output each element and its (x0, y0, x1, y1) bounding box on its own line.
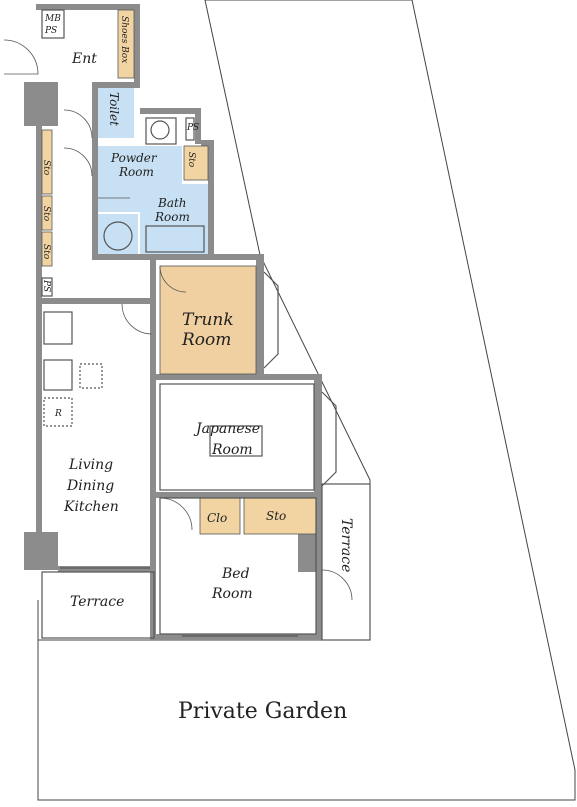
sto-wet-label: Sto (186, 152, 196, 168)
ps-small-label: PS (186, 123, 199, 133)
interior-lines (41, 9, 371, 641)
powder-room-label-1: Powder (110, 151, 158, 165)
trunk-room-area (159, 265, 257, 375)
clo-label: Clo (207, 511, 227, 525)
shoes-box-area (117, 9, 135, 79)
bed-room-label-2: Room (211, 586, 253, 602)
sto-bed-area (243, 497, 317, 535)
trunk-room-label-2: Room (181, 330, 231, 350)
sto-bed-label: Sto (266, 509, 286, 523)
bath-room-label-2: Room (154, 210, 190, 224)
ps-hall-label: PS (41, 279, 51, 292)
bath-room-label-1: Bath (157, 196, 187, 210)
door-swings (3, 39, 353, 601)
ldk-label-1: Living (68, 457, 113, 473)
bed-room-label-1: Bed (221, 566, 250, 582)
sto-hall-area-2 (41, 195, 53, 231)
ent-label: Ent (71, 51, 97, 67)
ps-top-label: PS (44, 26, 57, 36)
garden-label: Private Garden (178, 699, 347, 724)
storage-areas (41, 9, 317, 535)
japanese-room-label-2: Room (211, 442, 253, 458)
terrace-right-label: Terrace (338, 518, 354, 572)
terrace-left-label: Terrace (70, 594, 124, 610)
toilet-label: Toilet (107, 92, 121, 126)
trunk-room-label-1: Trunk (182, 310, 234, 330)
sto-hall-area-3 (41, 231, 53, 267)
sto-hall-label-1: Sto (41, 160, 51, 176)
toilet-area (98, 88, 134, 138)
sto-hall-label-3: Sto (41, 244, 51, 260)
ldk-label-2: Dining (66, 478, 114, 494)
sto-wet-area (183, 145, 209, 181)
powder-room-label-2: Room (118, 165, 154, 179)
japanese-room-label-1: Japanese (193, 421, 260, 437)
sto-hall-label-2: Sto (41, 206, 51, 222)
sto-hall-area-1 (41, 129, 53, 195)
bath-room-area (140, 184, 208, 254)
mb-label: MB (44, 14, 61, 24)
fridge-label: R (54, 409, 62, 419)
shoes-box-label: Shoes Box (119, 16, 129, 63)
windows (60, 271, 337, 637)
clo-area (199, 497, 241, 535)
ldk-label-3: Kitchen (63, 499, 119, 515)
labels: MB PS Shoes Box Ent Toilet PS Powder Roo… (41, 14, 354, 724)
